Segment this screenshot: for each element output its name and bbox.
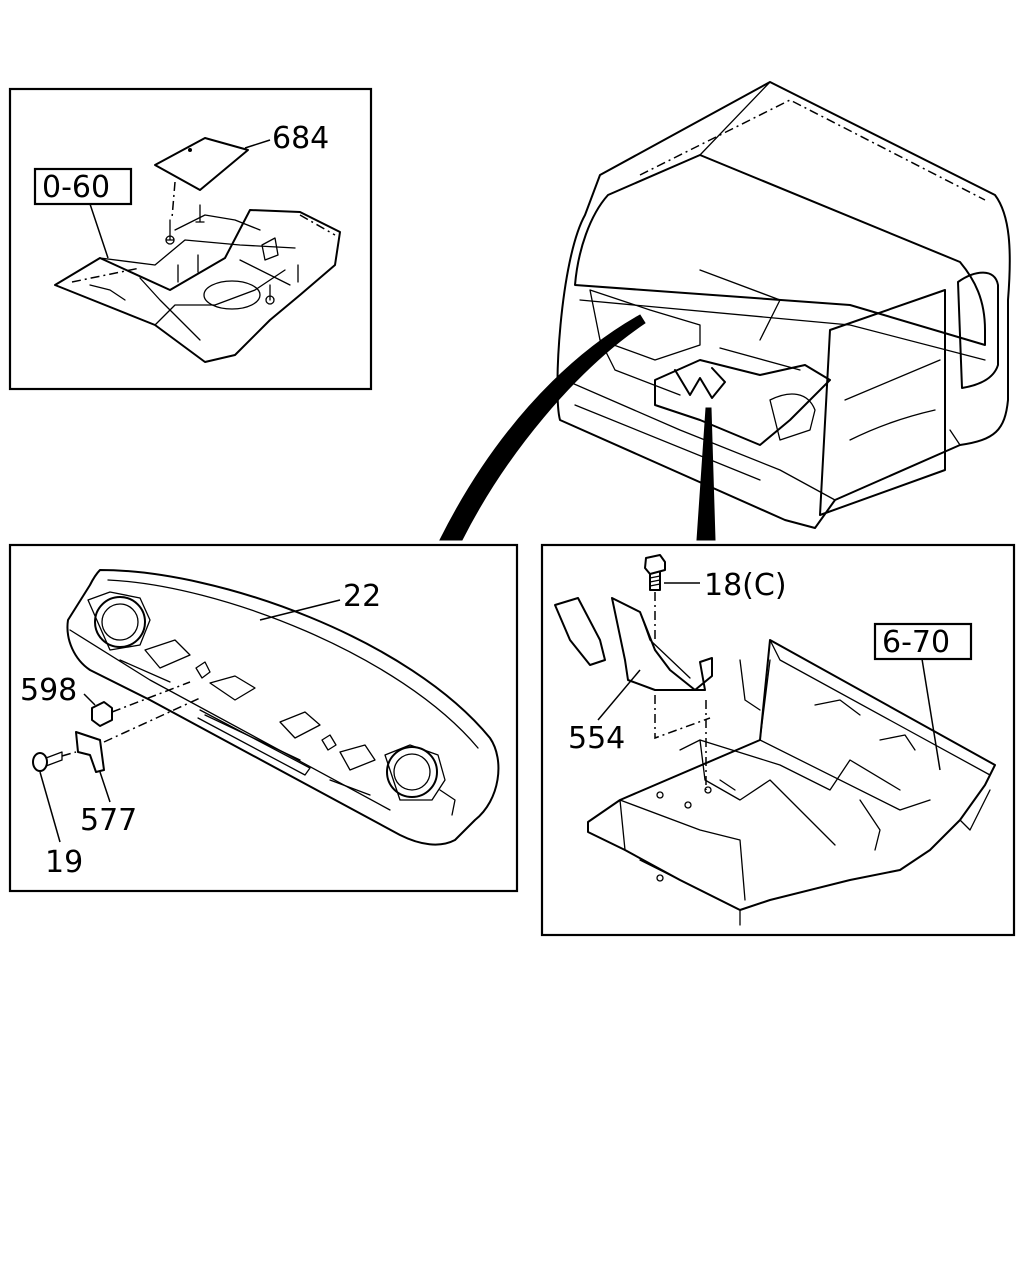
panel-22 bbox=[66, 569, 500, 846]
label-577: 577 bbox=[80, 803, 137, 838]
ref-6-70[interactable]: 6-70 bbox=[882, 625, 950, 660]
plate-684 bbox=[154, 137, 249, 191]
clip-598 bbox=[91, 701, 113, 727]
floor-panel bbox=[587, 639, 996, 911]
detail-box-top-left: 684 0-60 bbox=[8, 87, 373, 391]
label-554: 554 bbox=[568, 721, 625, 756]
stud-icon bbox=[165, 204, 299, 305]
detail-box-bottom-left: 22 598 577 19 bbox=[8, 543, 519, 893]
label-684: 684 bbox=[272, 121, 329, 156]
ref-0-60[interactable]: 0-60 bbox=[42, 170, 110, 205]
bracket-554 bbox=[554, 597, 606, 666]
label-18c: 18(C) bbox=[704, 568, 787, 603]
pointer-wedges bbox=[439, 314, 716, 541]
bolt-icon bbox=[644, 554, 666, 591]
detail-box-bottom-right: 18(C) 6-70 554 bbox=[540, 543, 1016, 937]
label-22: 22 bbox=[343, 579, 381, 614]
label-598: 598 bbox=[20, 673, 77, 708]
bracket-577 bbox=[75, 731, 105, 773]
cab-overview bbox=[556, 81, 1011, 529]
label-19: 19 bbox=[45, 845, 83, 880]
